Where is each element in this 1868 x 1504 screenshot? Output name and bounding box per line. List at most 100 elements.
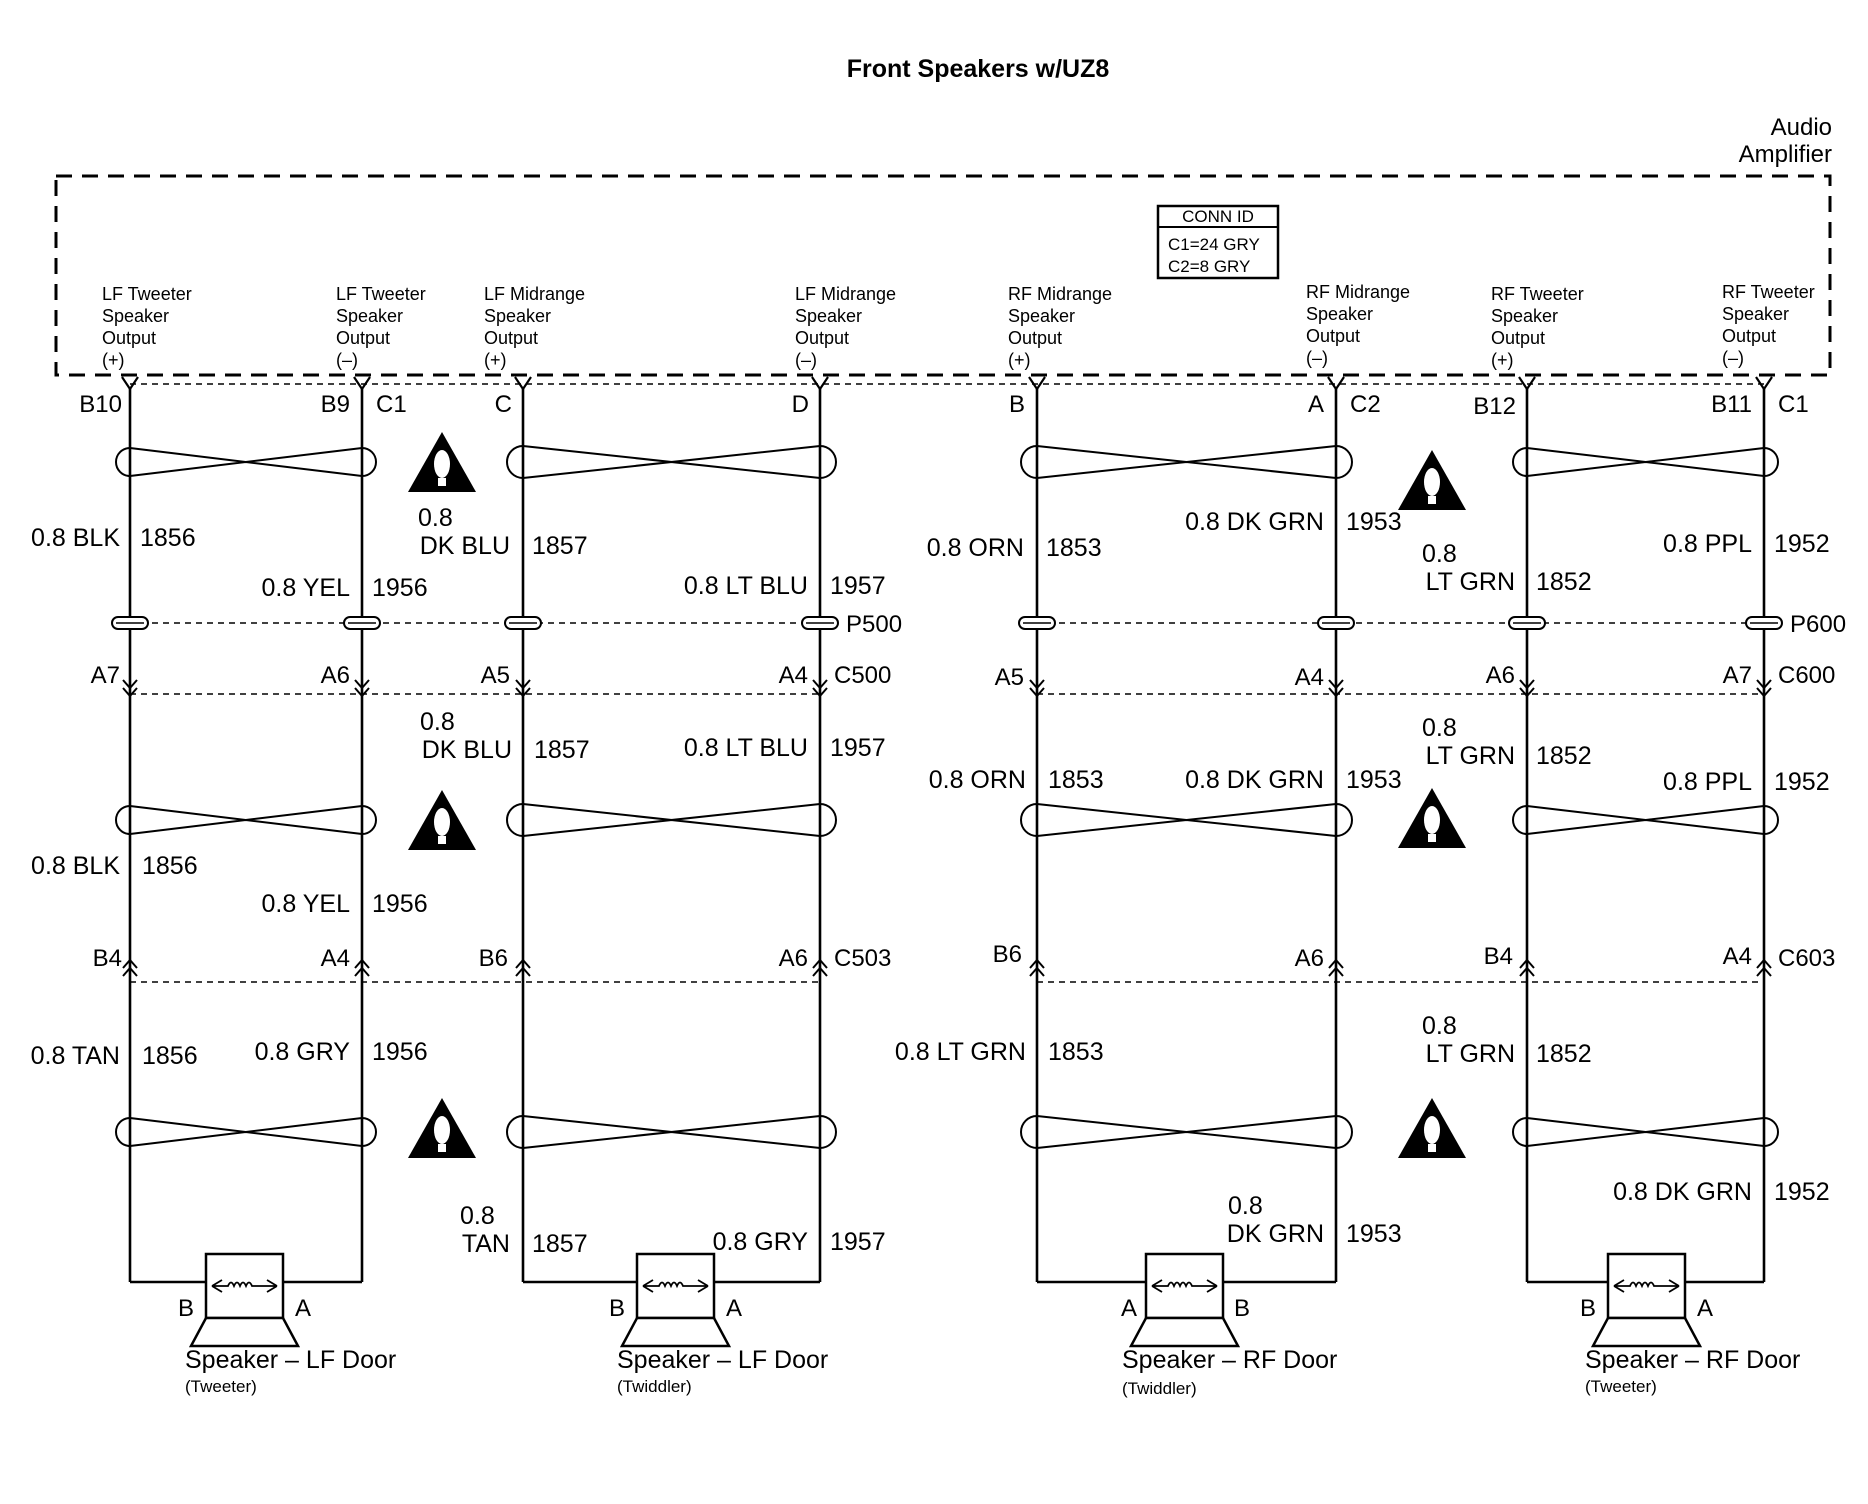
pin-d: D — [792, 391, 809, 418]
splice-p500-label: P500 — [846, 611, 902, 638]
svg-text:0.8: 0.8 — [420, 708, 455, 736]
svg-text:A6: A6 — [1295, 945, 1324, 972]
svg-text:LT GRN: LT GRN — [1426, 1040, 1515, 1068]
svg-text:B: B — [178, 1295, 194, 1322]
conn-id-header: CONN ID — [1182, 207, 1254, 226]
warning-icon — [1398, 788, 1466, 848]
wire-labels-lower: 0.8 TAN 1856 0.8 GRY 1956 0.8 TAN 1857 0… — [31, 1012, 1830, 1258]
svg-text:A5: A5 — [481, 662, 510, 689]
svg-text:A6: A6 — [321, 662, 350, 689]
svg-text:Speaker: Speaker — [1306, 304, 1373, 324]
pin-b11: B11 — [1711, 391, 1752, 418]
svg-text:1856: 1856 — [142, 852, 198, 880]
svg-text:Speaker: Speaker — [484, 306, 551, 326]
svg-text:0.8: 0.8 — [1228, 1192, 1263, 1220]
speaker-name: Speaker – LF Door — [185, 1346, 396, 1374]
svg-text:A4: A4 — [779, 662, 808, 689]
svg-text:LF Tweeter: LF Tweeter — [102, 284, 192, 304]
output-label-7: RF Tweeter Speaker Output (+) — [1491, 284, 1584, 370]
svg-text:Output: Output — [102, 328, 156, 348]
svg-text:(+): (+) — [1491, 350, 1514, 370]
svg-text:1852: 1852 — [1536, 568, 1592, 596]
svg-text:RF Tweeter: RF Tweeter — [1491, 284, 1584, 304]
svg-text:LF Midrange: LF Midrange — [795, 284, 896, 304]
svg-text:DK BLU: DK BLU — [420, 532, 510, 560]
svg-text:(+): (+) — [102, 350, 125, 370]
connector-c1-left: C1 — [376, 391, 407, 418]
svg-text:0.8 ORN: 0.8 ORN — [929, 766, 1026, 794]
svg-text:0.8 GRY: 0.8 GRY — [255, 1038, 351, 1066]
output-label-5: RF Midrange Speaker Output (+) — [1008, 284, 1112, 370]
pin-b12: B12 — [1473, 393, 1516, 420]
svg-text:DK BLU: DK BLU — [422, 736, 512, 764]
svg-text:A6: A6 — [1486, 662, 1515, 689]
svg-text:1957: 1957 — [830, 734, 886, 762]
svg-text:A6: A6 — [779, 945, 808, 972]
svg-text:0.8 GRY: 0.8 GRY — [713, 1228, 809, 1256]
svg-text:(–): (–) — [1722, 348, 1744, 368]
speaker-lf-tweeter: B A Speaker – LF Door (Tweeter) — [178, 1252, 396, 1396]
svg-text:0.8 ORN: 0.8 ORN — [927, 534, 1024, 562]
svg-text:0.8 TAN: 0.8 TAN — [31, 1042, 120, 1070]
svg-text:0.8 YEL: 0.8 YEL — [261, 574, 350, 602]
speaker-type: (Tweeter) — [1585, 1377, 1657, 1396]
svg-text:Speaker: Speaker — [1722, 304, 1789, 324]
svg-text:Output: Output — [336, 328, 390, 348]
module-name-line1: Audio — [1771, 114, 1832, 141]
speaker-rf-tweeter: B A Speaker – RF Door (Tweeter) — [1580, 1252, 1800, 1396]
svg-text:0.8: 0.8 — [1422, 540, 1457, 568]
svg-text:1853: 1853 — [1046, 534, 1102, 562]
svg-text:LT GRN: LT GRN — [1426, 568, 1515, 596]
output-label-3: LF Midrange Speaker Output (+) — [484, 284, 585, 370]
splice-p500: P500 — [111, 611, 902, 638]
svg-text:0.8: 0.8 — [1422, 714, 1457, 742]
svg-text:0.8 LT BLU: 0.8 LT BLU — [684, 572, 808, 600]
svg-text:(+): (+) — [1008, 350, 1031, 370]
svg-text:A: A — [726, 1295, 742, 1322]
svg-text:DK GRN: DK GRN — [1227, 1220, 1324, 1248]
conn-id-box: CONN ID C1=24 GRY C2=8 GRY — [1156, 204, 1280, 280]
svg-text:(+): (+) — [484, 350, 507, 370]
svg-text:1853: 1853 — [1048, 766, 1104, 794]
svg-text:1857: 1857 — [534, 736, 590, 764]
speaker-name: Speaker – RF Door — [1122, 1346, 1337, 1374]
pin-b: B — [1009, 391, 1025, 418]
svg-text:A4: A4 — [1723, 943, 1752, 970]
output-label-8: RF Tweeter Speaker Output (–) — [1722, 282, 1815, 368]
svg-text:1853: 1853 — [1048, 1038, 1104, 1066]
svg-text:Output: Output — [484, 328, 538, 348]
svg-text:RF Midrange: RF Midrange — [1306, 282, 1410, 302]
warning-icon — [1398, 1098, 1466, 1158]
svg-text:0.8: 0.8 — [1422, 1012, 1457, 1040]
svg-text:Speaker: Speaker — [795, 306, 862, 326]
svg-text:1952: 1952 — [1774, 768, 1830, 796]
connector-c600-label: C600 — [1778, 662, 1835, 689]
svg-text:TAN: TAN — [462, 1230, 510, 1258]
svg-text:1857: 1857 — [532, 1230, 588, 1258]
speaker-name: Speaker – LF Door — [617, 1346, 828, 1374]
svg-text:0.8: 0.8 — [460, 1202, 495, 1230]
svg-text:0.8 PPL: 0.8 PPL — [1663, 530, 1752, 558]
svg-text:RF Midrange: RF Midrange — [1008, 284, 1112, 304]
pin-b9: B9 — [321, 391, 350, 418]
speaker-rf-twiddler: A B Speaker – RF Door (Twiddler) — [1121, 1252, 1337, 1398]
speaker-name: Speaker – RF Door — [1585, 1346, 1800, 1374]
svg-text:0.8 LT BLU: 0.8 LT BLU — [684, 734, 808, 762]
svg-text:1856: 1856 — [140, 524, 196, 552]
splice-p600: P600 — [1018, 611, 1846, 638]
output-label-4: LF Midrange Speaker Output (–) — [795, 284, 896, 370]
output-label-1: LF Tweeter Speaker Output (+) — [102, 284, 192, 370]
svg-text:1852: 1852 — [1536, 1040, 1592, 1068]
svg-text:Speaker: Speaker — [336, 306, 403, 326]
svg-text:1856: 1856 — [142, 1042, 198, 1070]
svg-text:A7: A7 — [1723, 662, 1752, 689]
speaker-type: (Twiddler) — [617, 1377, 692, 1396]
warning-icon — [408, 432, 476, 492]
svg-text:0.8 DK GRN: 0.8 DK GRN — [1613, 1178, 1752, 1206]
svg-text:RF Tweeter: RF Tweeter — [1722, 282, 1815, 302]
svg-text:B4: B4 — [93, 945, 122, 972]
svg-text:1953: 1953 — [1346, 508, 1402, 536]
svg-text:B: B — [1234, 1295, 1250, 1322]
output-label-2: LF Tweeter Speaker Output (–) — [336, 284, 426, 370]
